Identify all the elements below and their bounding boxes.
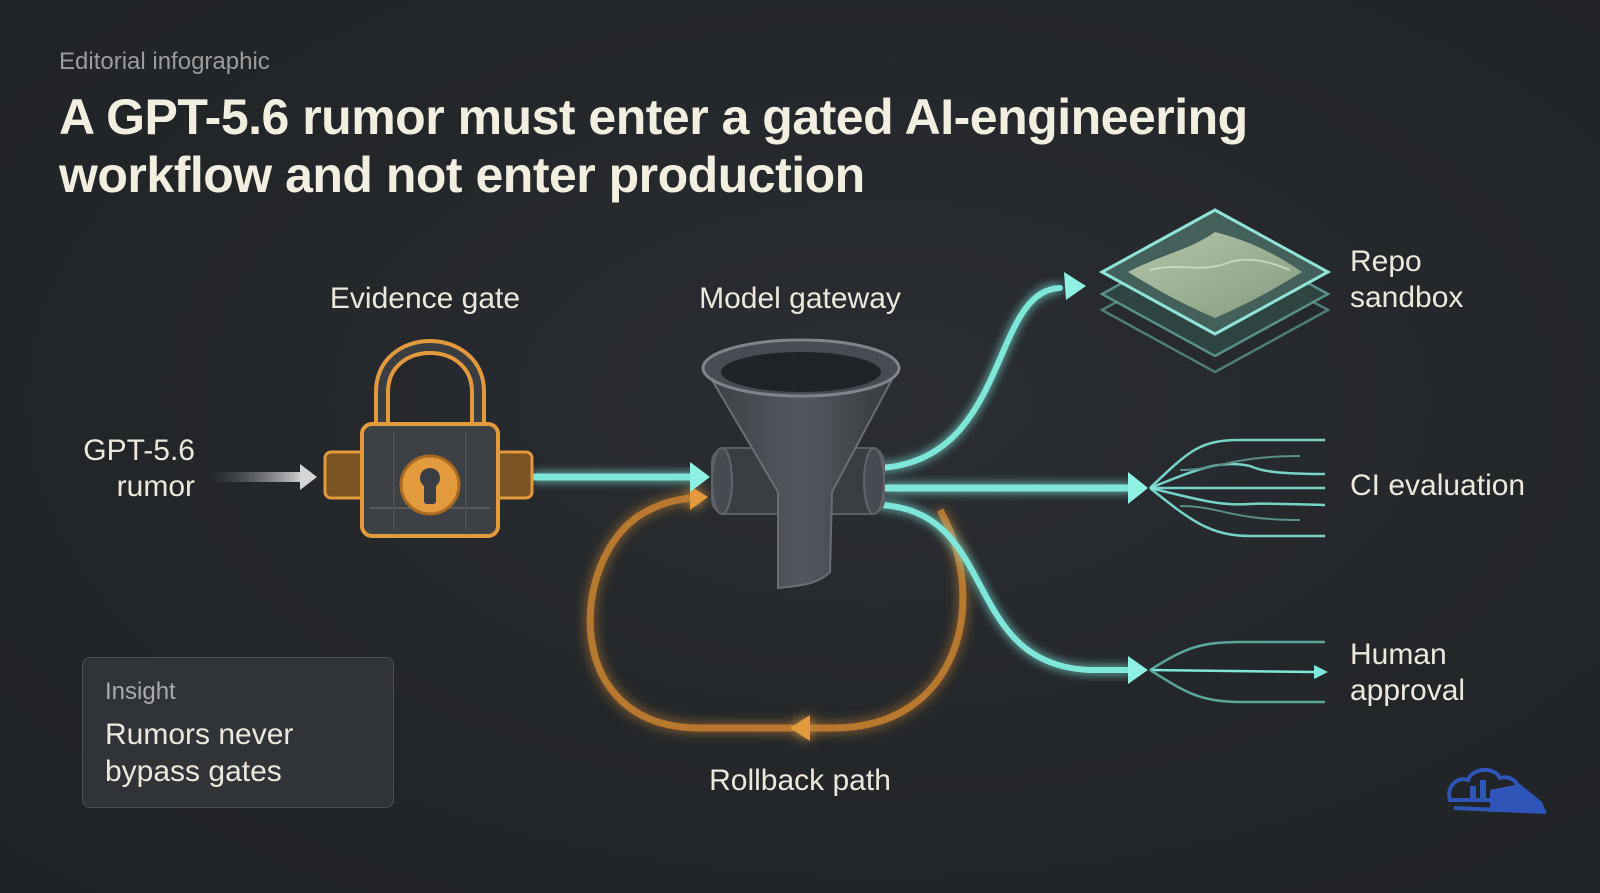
evidence-gate-label: Evidence gate [329, 282, 521, 315]
ci-branches-dim [1179, 455, 1301, 521]
kicker: Editorial infographic [59, 48, 270, 75]
input-arrow [210, 464, 317, 490]
insight-caption: Insight [105, 678, 176, 705]
rollback-path-label: Rollback path [709, 764, 891, 797]
watermark-logo [1447, 768, 1547, 814]
arrow-to-approval [1128, 656, 1148, 684]
input-label: GPT-5.6 rumor [83, 434, 195, 503]
funnel-icon [701, 338, 901, 590]
human-approval-label: Human approval [1350, 638, 1466, 707]
repo-sandbox-icon [1098, 208, 1332, 374]
ci-evaluation-label: CI evaluation [1350, 469, 1526, 502]
flow-lines [531, 285, 1134, 673]
repo-sandbox-label: Repo sandbox [1350, 245, 1464, 314]
ci-branches [1149, 438, 1326, 538]
arrow-to-gateway [690, 462, 710, 492]
approval-branches [1149, 640, 1325, 704]
insight-card: Insight Rumors never bypass gates [82, 657, 394, 808]
arrow-to-ci [1128, 472, 1148, 504]
page-title: A GPT-5.6 rumor must enter a gated AI-en… [59, 89, 1248, 203]
padlock-icon [323, 339, 534, 538]
model-gateway-label: Model gateway [699, 282, 901, 315]
arrow-to-repo [1064, 272, 1086, 300]
insight-text: Rumors never bypass gates [105, 718, 294, 788]
rollback-loop [586, 486, 967, 741]
approval-arrow-tip [1314, 665, 1328, 679]
